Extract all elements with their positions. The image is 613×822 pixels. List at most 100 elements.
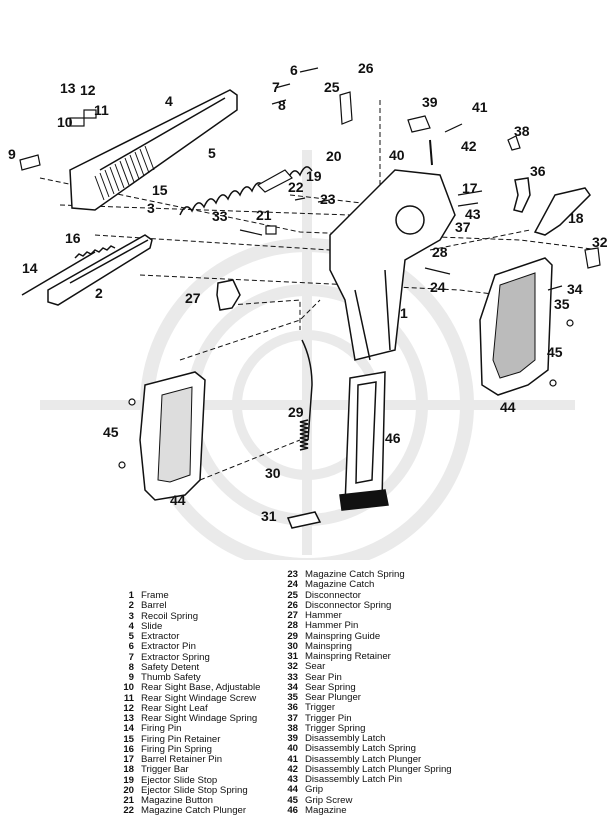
- parts-list-item: 17 Barrel Retainer Pin: [118, 754, 260, 765]
- part-name: Rear Sight Windage Spring: [141, 713, 258, 724]
- part-number: 45: [287, 794, 298, 806]
- trigger-parts: [513, 177, 591, 236]
- callout-23: 23: [320, 191, 336, 207]
- callout-18: 18: [568, 210, 584, 226]
- callout-2: 2: [95, 285, 103, 301]
- part-number: 4: [128, 620, 134, 632]
- part-number: 17: [123, 754, 134, 765]
- callout-38: 38: [514, 123, 530, 139]
- parts-list-item: 2 Barrel: [118, 600, 260, 612]
- part-name: Grip: [305, 784, 324, 796]
- parts-list-item: 37 Trigger Pin: [282, 712, 452, 724]
- callout-4: 4: [165, 93, 173, 109]
- part-name: Ejector Slide Stop: [141, 774, 218, 786]
- callout-44-right: 44: [500, 399, 516, 415]
- callout-25: 25: [324, 79, 340, 95]
- part-name: Ejector Slide Stop Spring: [141, 784, 248, 796]
- callout-24: 24: [430, 279, 446, 295]
- part-number: 28: [287, 620, 298, 632]
- callout-26: 26: [358, 60, 374, 76]
- part-name: Rear Sight Base, Adjustable: [141, 682, 261, 694]
- callout-36: 36: [530, 163, 546, 179]
- hammer-part: [216, 279, 241, 311]
- part-number: 16: [123, 743, 134, 755]
- part-number: 6: [128, 641, 134, 653]
- part-number: 41: [287, 753, 298, 765]
- part-name: Barrel Retainer Pin: [141, 754, 223, 765]
- callout-43: 43: [465, 206, 481, 222]
- part-name: Mainspring Guide: [305, 630, 381, 642]
- part-name: Trigger Pin: [305, 712, 352, 724]
- callout-12: 12: [80, 82, 96, 98]
- part-number: 30: [287, 640, 298, 652]
- part-number: 26: [287, 599, 298, 611]
- part-number: 32: [287, 661, 298, 673]
- part-number: 15: [123, 733, 134, 745]
- part-name: Firing Pin: [141, 723, 182, 735]
- callout-5: 5: [208, 145, 216, 161]
- part-name: Disconnector: [305, 589, 361, 601]
- grip-left-part: [139, 371, 206, 501]
- part-number: 3: [128, 610, 134, 622]
- part-number: 2: [128, 600, 134, 612]
- part-number: 9: [128, 672, 134, 683]
- part-number: 27: [287, 610, 298, 621]
- part-name: Grip Screw: [305, 794, 353, 806]
- part-number: 37: [287, 712, 298, 724]
- callout-21: 21: [256, 207, 272, 223]
- part-name: Trigger Bar: [141, 764, 189, 776]
- part-number: 34: [287, 681, 298, 693]
- part-number: 25: [287, 589, 298, 601]
- part-name: Disassembly Latch Spring: [305, 743, 416, 755]
- callout-20: 20: [326, 148, 342, 164]
- callout-28: 28: [432, 244, 448, 260]
- part-name: Frame: [141, 590, 169, 601]
- part-name: Sear: [305, 661, 326, 673]
- part-number: 24: [287, 579, 298, 591]
- part-number: 21: [123, 795, 134, 806]
- part-name: Magazine Catch Spring: [305, 569, 405, 580]
- callout-17: 17: [462, 180, 478, 196]
- part-name: Slide: [141, 620, 163, 632]
- callout-7: 7: [272, 79, 280, 95]
- magazine-part: [339, 371, 389, 511]
- part-number: 46: [287, 804, 298, 816]
- part-number: 38: [287, 722, 298, 734]
- part-number: 36: [287, 702, 298, 714]
- callout-40: 40: [389, 147, 405, 163]
- part-number: 18: [123, 764, 134, 776]
- part-number: 7: [128, 651, 134, 663]
- callout-44-left: 44: [170, 492, 186, 508]
- callout-15: 15: [152, 182, 168, 198]
- callout-27: 27: [185, 290, 201, 306]
- part-name: Extractor: [141, 631, 180, 642]
- part-number: 11: [123, 692, 134, 704]
- part-name: Barrel: [141, 600, 167, 612]
- callout-16: 16: [65, 230, 81, 246]
- part-number: 42: [287, 763, 298, 775]
- part-name: Safety Detent: [141, 661, 200, 673]
- callout-1: 1: [400, 305, 408, 321]
- parts-list-item: 4 Slide: [118, 620, 260, 632]
- callout-34: 34: [567, 281, 583, 297]
- part-number: 12: [123, 702, 134, 714]
- callout-30: 30: [265, 465, 281, 481]
- callout-46: 46: [385, 430, 401, 446]
- part-name: Firing Pin Spring: [141, 743, 212, 755]
- part-name: Disconnector Spring: [305, 599, 392, 611]
